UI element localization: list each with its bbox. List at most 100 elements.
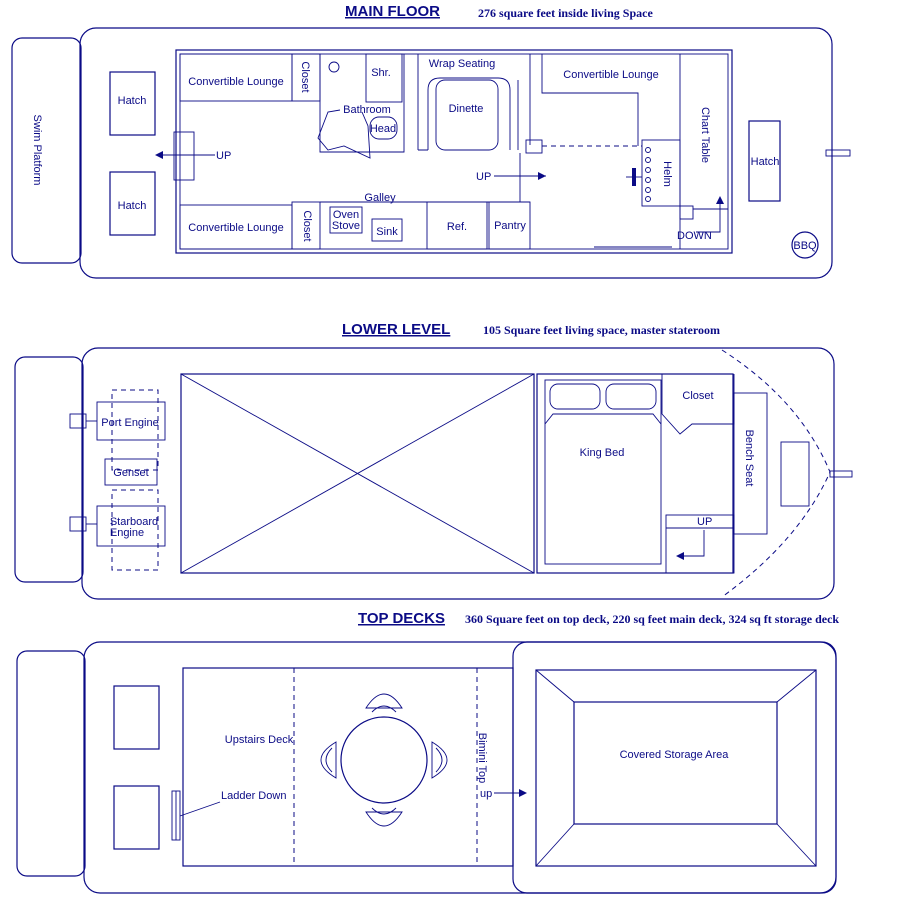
lower-level-plan: LOWER LEVEL 105 Square feet living space… <box>14 321 853 600</box>
oven-label: Oven <box>333 209 359 221</box>
aft-door <box>173 131 195 181</box>
covered-storage-inner <box>573 701 778 825</box>
helm-gauges <box>645 147 651 202</box>
lower-swim-platform <box>14 356 84 583</box>
upstairs-deck <box>182 667 514 867</box>
king-bed-label: King Bed <box>580 447 625 459</box>
sink <box>371 218 403 242</box>
hatch-3 <box>748 120 781 202</box>
hatch-label: Hatch <box>751 156 780 168</box>
bench-seat-label: Bench Seat <box>743 430 755 487</box>
chart-table-label: Chart Table <box>699 107 711 163</box>
dinette-label: Dinette <box>449 103 484 115</box>
roof-hip-2 <box>776 669 817 703</box>
up-arrow-head <box>676 552 684 560</box>
up-label: UP <box>697 516 712 528</box>
head-toilet <box>369 116 398 140</box>
main-floor-plan: MAIN FLOOR 276 square feet inside living… <box>11 3 851 279</box>
top-decks-subtitle: 360 Square feet on top deck, 220 sq feet… <box>465 612 839 626</box>
top-hull-outline <box>83 641 837 894</box>
up-label: up <box>480 788 492 800</box>
bench-seat <box>733 392 768 535</box>
lower-stair <box>665 514 735 574</box>
genset-label: Genset <box>113 467 148 479</box>
covered-storage-outer <box>535 669 817 867</box>
up-arrow-head <box>519 789 527 797</box>
up-arrow-line <box>680 530 705 557</box>
down-arrow-line <box>696 200 721 233</box>
roof-hip-4 <box>776 823 817 867</box>
genset <box>104 458 158 486</box>
deck-chair-left <box>320 741 337 779</box>
pillow-right <box>605 383 657 410</box>
swim-platform-label: Swim Platform <box>31 115 43 186</box>
down-arrow-head <box>716 196 724 204</box>
pantry <box>488 201 531 250</box>
bimini-top-label: Bimini Top <box>476 733 488 784</box>
stateroom-closet <box>661 374 735 435</box>
closet-label: Closet <box>299 61 311 92</box>
lower-hull-outline <box>81 347 835 600</box>
convertible-lounge-label: Convertible Lounge <box>188 76 283 88</box>
ladder-down-label: Ladder Down <box>221 790 286 802</box>
lower-void-area <box>180 373 535 574</box>
bow-cleat <box>825 149 851 157</box>
dinette-table <box>435 79 499 151</box>
lower-level-subtitle: 105 Square feet living space, master sta… <box>483 323 720 337</box>
convertible-lounge-label: Convertible Lounge <box>188 222 283 234</box>
engine-label: Engine <box>110 527 144 539</box>
wrap-seating-inner <box>427 77 511 150</box>
convertible-lounge-label: Convertible Lounge <box>563 69 658 81</box>
up-arrow-head <box>155 151 163 159</box>
starboard-label: Starboard <box>110 516 158 528</box>
bathroom-walls <box>319 54 405 153</box>
hatch-label: Hatch <box>118 200 147 212</box>
bed-headboard-fold <box>544 413 662 425</box>
closet-label: Closet <box>301 210 313 241</box>
pantry-label: Pantry <box>494 220 526 232</box>
ref-label: Ref. <box>447 221 467 233</box>
top-hatch-1 <box>113 685 160 750</box>
up-label: UP <box>476 171 491 183</box>
starboard-engine-bay <box>111 489 159 571</box>
king-bed <box>544 379 662 565</box>
bow-hatch <box>780 441 810 507</box>
galley-label: Galley <box>364 192 396 204</box>
wrap-seating-label: Wrap Seating <box>429 58 495 70</box>
covered-storage-deck <box>512 641 837 894</box>
closet-lower <box>291 201 321 250</box>
main-hull-outline <box>79 27 833 279</box>
stove-label: Stove <box>332 220 360 232</box>
top-hatch-2 <box>113 785 160 850</box>
bbq-label: BBQ <box>793 240 817 252</box>
upstairs-deck-label: Upstairs Deck <box>225 734 294 746</box>
convertible-lounge-forward-outline <box>541 54 639 146</box>
bathroom-label: Bathroom <box>343 104 391 116</box>
master-stateroom <box>536 373 734 574</box>
wrap-seating-outline <box>417 54 519 151</box>
void-cross-2 <box>180 373 535 574</box>
roof-hip-3 <box>535 823 575 867</box>
deck-chair-top <box>365 693 403 713</box>
shower <box>365 53 403 103</box>
top-decks-plan: TOP DECKS 360 Square feet on top deck, 2… <box>16 610 839 894</box>
roof-hip-1 <box>535 669 575 703</box>
pillow-left <box>549 383 601 410</box>
up-label: UP <box>216 150 231 162</box>
stair-post <box>525 139 543 154</box>
bathroom-door-swing <box>317 109 371 159</box>
lower-level-title: LOWER LEVEL <box>342 321 450 338</box>
oven-stove <box>329 206 363 234</box>
closet-label: Closet <box>682 390 713 402</box>
port-engine-label: Port Engine <box>101 417 158 429</box>
ladder-leader <box>179 801 221 817</box>
covered-storage-label: Covered Storage Area <box>620 749 730 761</box>
deck-chair-right <box>431 741 448 779</box>
main-floor-subtitle: 276 square feet inside living Space <box>478 6 653 20</box>
sink-label: Sink <box>376 226 398 238</box>
starboard-engine <box>96 505 166 547</box>
port-engine-bay <box>111 389 159 471</box>
stair-post-forward <box>679 205 694 220</box>
hatch-2 <box>109 171 156 236</box>
deck-chair-bottom <box>365 807 403 827</box>
